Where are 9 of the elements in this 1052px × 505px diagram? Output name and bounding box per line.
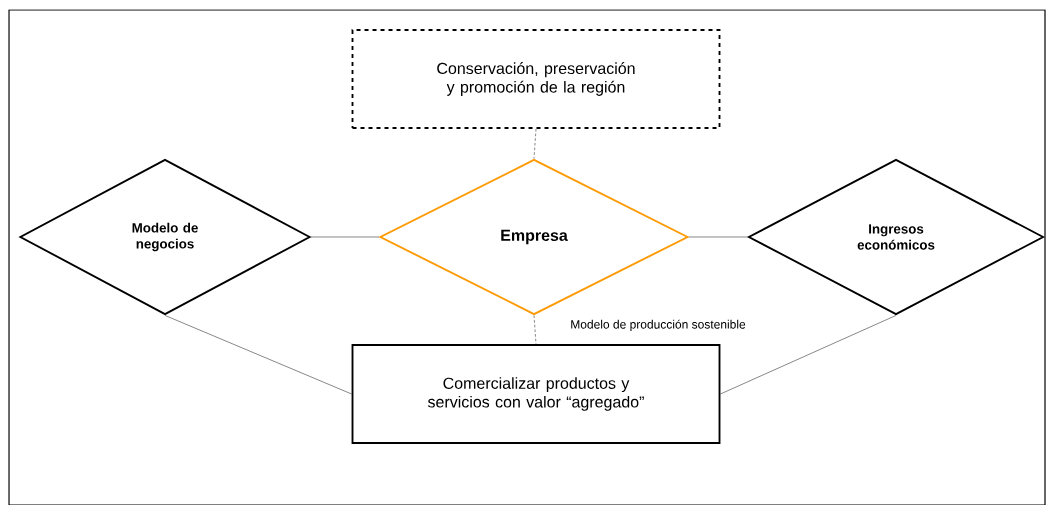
edge-label: Modelo de producción sostenible [568, 318, 748, 333]
connector-line [688, 236, 748, 238]
connector-line [164, 315, 352, 395]
connector-line [310, 236, 380, 238]
process-box: Comercializar productos y servicios con valor “agregado” [351, 344, 721, 444]
process-box: Conservación, preservación y promoción de la región [351, 29, 721, 129]
connector-line [533, 128, 537, 159]
connector-line [720, 315, 897, 395]
connector-line [533, 315, 537, 345]
